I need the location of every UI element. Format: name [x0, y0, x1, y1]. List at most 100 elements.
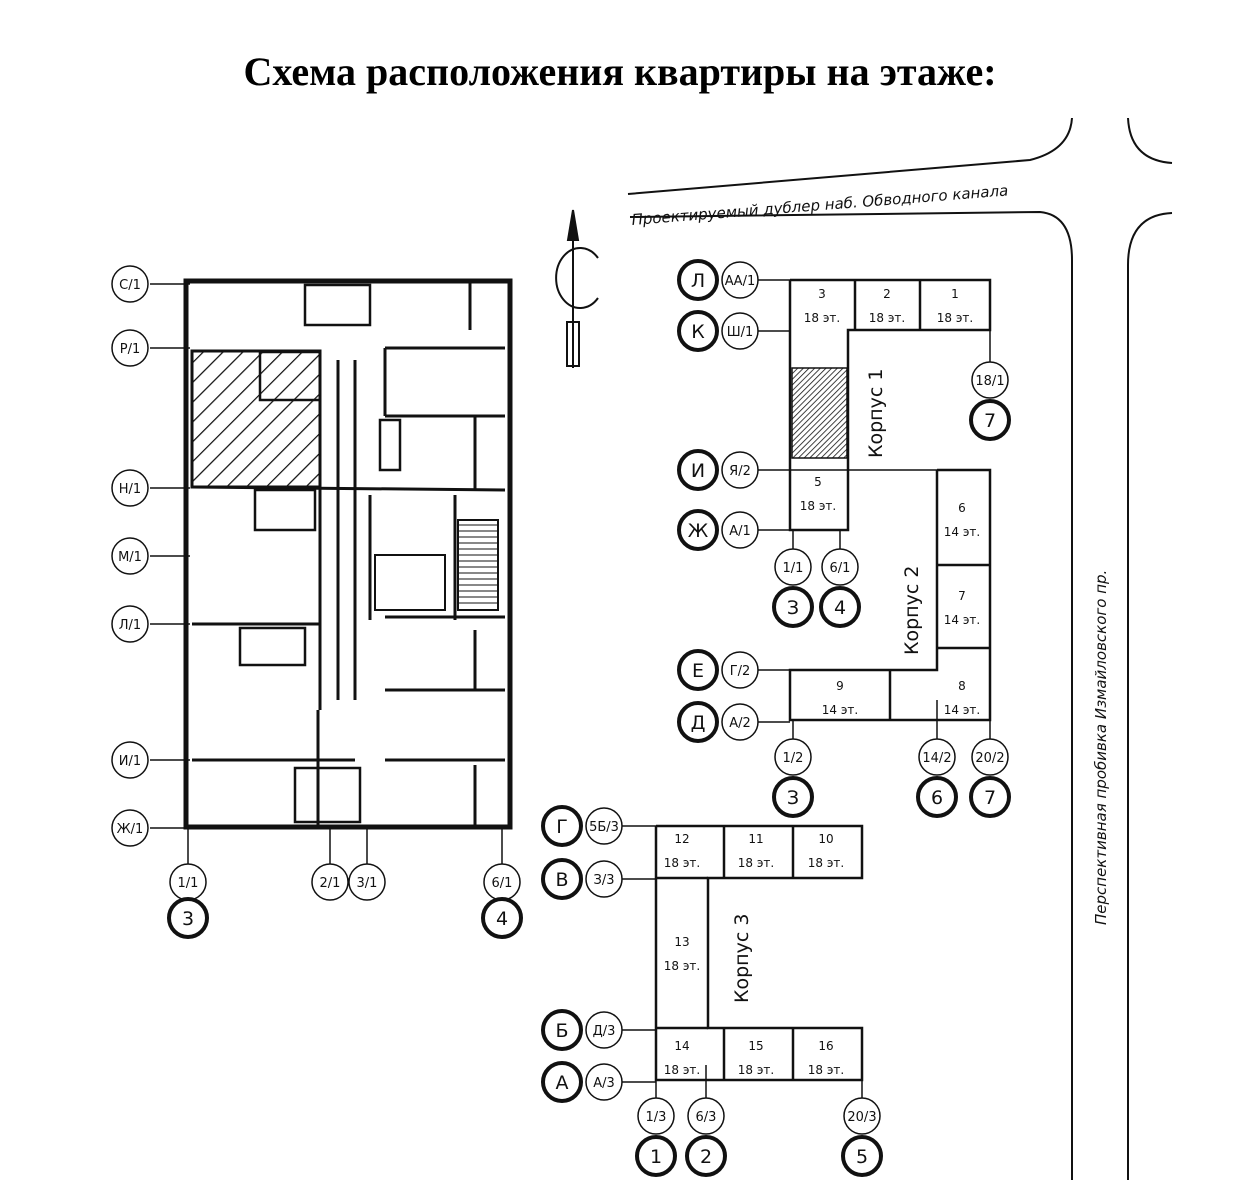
site-axis-small-circle — [721, 511, 759, 549]
site-axis-small-circle — [585, 807, 623, 845]
section-floors: 18 эт. — [869, 311, 905, 325]
section-floors: 18 эт. — [808, 856, 844, 870]
site-axis-small-label: 6/1 — [830, 561, 851, 576]
col-axis-label: 1/1 — [178, 876, 199, 891]
section-floors: 18 эт. — [664, 856, 700, 870]
site-axis-small-label: 1/2 — [783, 751, 804, 766]
section-number: 9 — [836, 679, 844, 693]
site-axis-big-circle — [969, 776, 1011, 818]
section-number: 15 — [748, 1039, 763, 1053]
site-axis-big-circle — [677, 509, 719, 551]
col-axis-circle — [311, 863, 349, 901]
col-axis-circle — [348, 863, 386, 901]
north-arrow-icon — [555, 209, 599, 368]
site-axis-small-circle — [843, 1097, 881, 1135]
site-axis-small-circle — [721, 703, 759, 741]
row-axis-circle — [111, 265, 149, 303]
site-axis-big-circle — [772, 776, 814, 818]
site-axis-small-label: 14/2 — [922, 751, 951, 766]
section-number: 11 — [748, 832, 763, 846]
road-edge — [1127, 117, 1173, 164]
road-edge — [629, 210, 1073, 1180]
row-axis-label: Н/1 — [119, 482, 141, 497]
section-number: 10 — [818, 832, 833, 846]
site-axis-big-label: А — [556, 1072, 569, 1094]
section-floors: 14 эт. — [944, 703, 980, 717]
site-axis-small-circle — [585, 1063, 623, 1101]
section-floors: 18 эт. — [738, 856, 774, 870]
row-axis-circle — [111, 605, 149, 643]
site-axis-big-label: Л — [691, 270, 705, 292]
row-axis-label: Ж/1 — [117, 822, 144, 837]
row-axis-circle — [111, 329, 149, 367]
site-axis-small-label: 1/1 — [783, 561, 804, 576]
site-axis-small-circle — [721, 261, 759, 299]
section-floors: 14 эт. — [944, 525, 980, 539]
site-axis-big-circle — [541, 1009, 583, 1051]
section-number: 16 — [818, 1039, 833, 1053]
site-axis-small-label: 6/3 — [696, 1110, 717, 1125]
section-number: 7 — [958, 589, 966, 603]
site-axis-small-circle — [918, 738, 956, 776]
site-axis-big-circle — [635, 1135, 677, 1177]
site-axis-big-label: 6 — [931, 787, 943, 809]
site-axis-big-circle — [677, 649, 719, 691]
section-number: 13 — [674, 935, 689, 949]
road-edge — [1127, 212, 1173, 1180]
korpus2-outline — [788, 468, 992, 722]
bathroom — [258, 350, 322, 402]
wall — [191, 485, 506, 492]
outer-wall — [183, 278, 513, 830]
site-axis-small-label: Г/2 — [730, 664, 751, 679]
site-axis-big-circle — [677, 701, 719, 743]
row-axis-circle — [111, 741, 149, 779]
highlighted-apartment — [190, 349, 322, 489]
section-floors: 18 эт. — [808, 1063, 844, 1077]
section-number: 6 — [958, 501, 966, 515]
site-axis-big-label: 5 — [856, 1146, 868, 1168]
bathroom — [293, 766, 362, 824]
site-axis-small-circle — [721, 312, 759, 350]
site-axis-big-circle — [677, 310, 719, 352]
roads — [627, 117, 1173, 1180]
bathroom — [378, 418, 402, 472]
site-axis-big-circle — [819, 586, 861, 628]
site-axis-small-label: 20/2 — [975, 751, 1004, 766]
site-axis-small-label: 1/3 — [646, 1110, 667, 1125]
road-edge — [627, 117, 1073, 195]
site-axis-big-label: И — [691, 460, 705, 482]
section-number: 1 — [951, 287, 959, 301]
big-axis-label: 3 — [182, 908, 194, 930]
site-axis-big-label: 1 — [650, 1146, 662, 1168]
section-floors: 18 эт. — [800, 499, 836, 513]
row-axis-circle — [111, 537, 149, 575]
site-axis-small-circle — [971, 738, 1009, 776]
section-floors: 14 эт. — [944, 613, 980, 627]
col-axis-label: 6/1 — [492, 876, 513, 891]
section-number: 14 — [674, 1039, 689, 1053]
row-axis-label: С/1 — [119, 278, 141, 293]
site-axis-big-circle — [541, 1061, 583, 1103]
section-number: 5 — [814, 475, 822, 489]
bathroom — [253, 488, 317, 532]
bathroom — [303, 283, 372, 327]
site-axis-big-label: Ж — [688, 520, 709, 542]
site-axis-big-circle — [541, 805, 583, 847]
site-axis-big-circle — [685, 1135, 727, 1177]
section-number: 12 — [674, 832, 689, 846]
site-axis-small-label: Я/2 — [729, 464, 751, 479]
site-axis-small-label: АА/1 — [725, 274, 755, 289]
site-axis-big-label: Г — [556, 816, 568, 838]
section-floors: 14 эт. — [822, 703, 858, 717]
site-axis-big-circle — [541, 858, 583, 900]
row-axis-label: Р/1 — [120, 342, 141, 357]
row-axis-label: М/1 — [118, 550, 142, 565]
site-axis-big-circle — [841, 1135, 883, 1177]
elevator — [374, 554, 446, 611]
site-axis-small-circle — [687, 1097, 725, 1135]
row-axis-label: Л/1 — [119, 618, 141, 633]
korpus1-label: Корпус 1 — [865, 369, 887, 458]
korpus3-label: Корпус 3 — [731, 914, 753, 1003]
site-plan: 318 эт.218 эт.118 эт.518 эт.614 эт.714 э… — [541, 259, 1011, 1177]
site-axis-big-label: Е — [692, 660, 704, 682]
